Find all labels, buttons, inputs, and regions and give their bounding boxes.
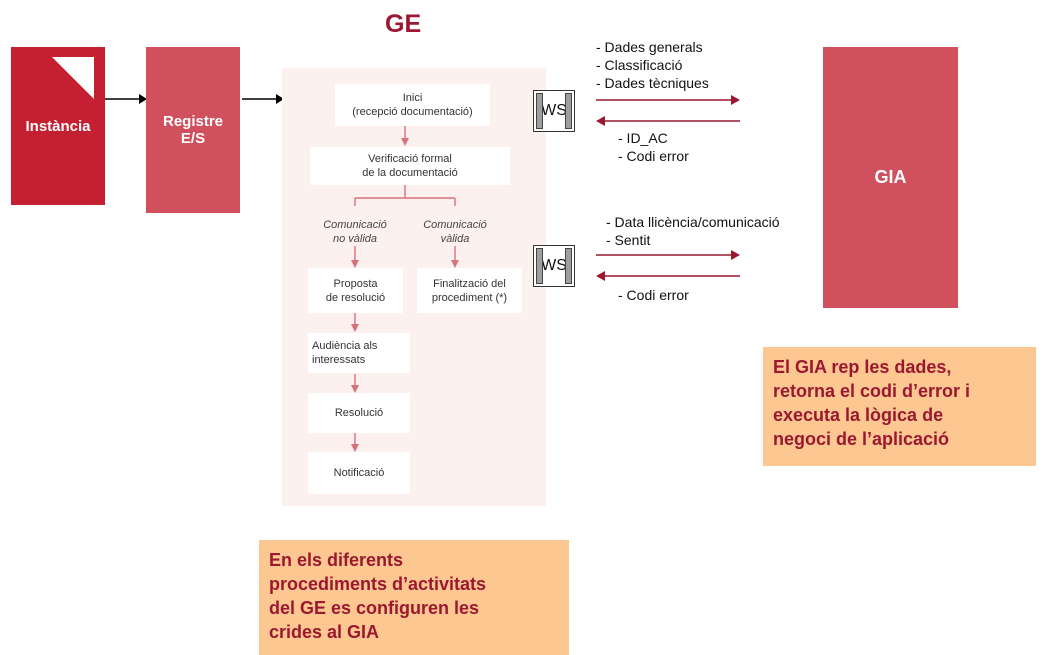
- gia-label: GIA: [874, 167, 907, 187]
- top-outgoing-item: - Dades tècniques: [596, 75, 709, 91]
- gia-box: GIA: [823, 47, 958, 308]
- bottom-outgoing-item: - Data llicència/comunicació: [606, 214, 780, 230]
- step-resolucio: Resolució: [308, 393, 410, 433]
- ws-bottom-box: WS: [533, 245, 575, 287]
- registre-label-line2: E/S: [180, 130, 206, 147]
- bottom-incoming-item: - Codi error: [618, 287, 689, 303]
- exchange-arrows: [596, 95, 740, 281]
- label-no-valida: Comunicació no vàlida: [305, 218, 405, 246]
- registre-box: Registre E/S: [146, 47, 240, 213]
- bottom-incoming-labels: - Codi error: [618, 286, 689, 304]
- step-inici-line1: Inici: [402, 92, 423, 104]
- step-finalitzacio-line1: Finalització del: [433, 277, 506, 290]
- step-audiencia-line1: Audiència als: [312, 340, 378, 352]
- step-verificacio-line1: Verificació formal: [368, 153, 452, 165]
- label-valida-line1: Comunicació: [423, 219, 487, 231]
- step-audiencia-line2: interessats: [312, 354, 366, 366]
- step-finalitzacio: Finalització del procediment (*): [417, 268, 522, 313]
- ge-note-line: procediments d’activitats: [269, 574, 487, 594]
- ge-title: GE: [385, 10, 422, 38]
- top-incoming-labels: - ID_AC - Codi error: [618, 129, 689, 165]
- top-incoming-item: - ID_AC: [618, 130, 668, 146]
- arrow-instancia-registre: [105, 94, 147, 104]
- step-proposta-line1: Proposta: [333, 277, 378, 290]
- step-notificacio: Notificació: [308, 452, 410, 494]
- gia-note-line: executa la lògica de: [773, 405, 944, 425]
- bottom-outgoing-item: - Sentit: [606, 232, 651, 248]
- label-no-valida-line2: no vàlida: [332, 233, 378, 245]
- step-audiencia: Audiència als interessats: [308, 333, 410, 373]
- top-incoming-item: - Codi error: [618, 148, 689, 164]
- instancia-label: Instància: [25, 117, 91, 135]
- gia-note-line: retorna el codi d’error i: [773, 381, 971, 401]
- registre-label-line1: Registre: [162, 113, 224, 130]
- top-outgoing-labels: - Dades generals - Classificació - Dades…: [596, 38, 709, 92]
- ws-bottom-label: WS: [541, 257, 567, 274]
- ge-note-line: En els diferents: [269, 550, 404, 570]
- step-proposta: Proposta de resolució: [308, 268, 403, 313]
- top-outgoing-item: - Dades generals: [596, 39, 703, 55]
- label-no-valida-line1: Comunicació: [323, 219, 387, 231]
- gia-note-line: El GIA rep les dades,: [773, 357, 952, 377]
- top-outgoing-item: - Classificació: [596, 57, 683, 73]
- step-finalitzacio-line2: procediment (*): [431, 291, 508, 304]
- bottom-outgoing-labels: - Data llicència/comunicació - Sentit: [606, 213, 780, 249]
- ws-top-label: WS: [541, 102, 567, 119]
- step-notificacio-label: Notificació: [333, 467, 385, 479]
- step-inici: Inici (recepció documentació): [335, 84, 490, 126]
- ge-note: En els diferents procediments d’activita…: [259, 540, 569, 655]
- flow-arrows: [351, 126, 459, 452]
- ge-note-line: del GE es configuren les: [269, 598, 480, 618]
- arrow-registre-ge: [242, 94, 284, 104]
- ws-top-box: WS: [533, 90, 575, 132]
- ge-note-line: crides al GIA: [269, 622, 380, 642]
- step-resolucio-label: Resolució: [334, 407, 384, 419]
- gia-note-line: negoci de l’aplicació: [773, 429, 950, 449]
- step-proposta-line2: de resolució: [325, 291, 386, 304]
- document-corner-icon: [52, 57, 94, 99]
- step-verificacio-line2: de la documentació: [362, 167, 458, 179]
- label-valida-line2: vàlida: [440, 233, 470, 245]
- label-valida: Comunicació vàlida: [405, 218, 505, 246]
- step-inici-line2: (recepció documentació): [352, 106, 473, 118]
- gia-note: El GIA rep les dades, retorna el codi d’…: [763, 347, 1036, 466]
- step-verificacio: Verificació formal de la documentació: [310, 147, 510, 185]
